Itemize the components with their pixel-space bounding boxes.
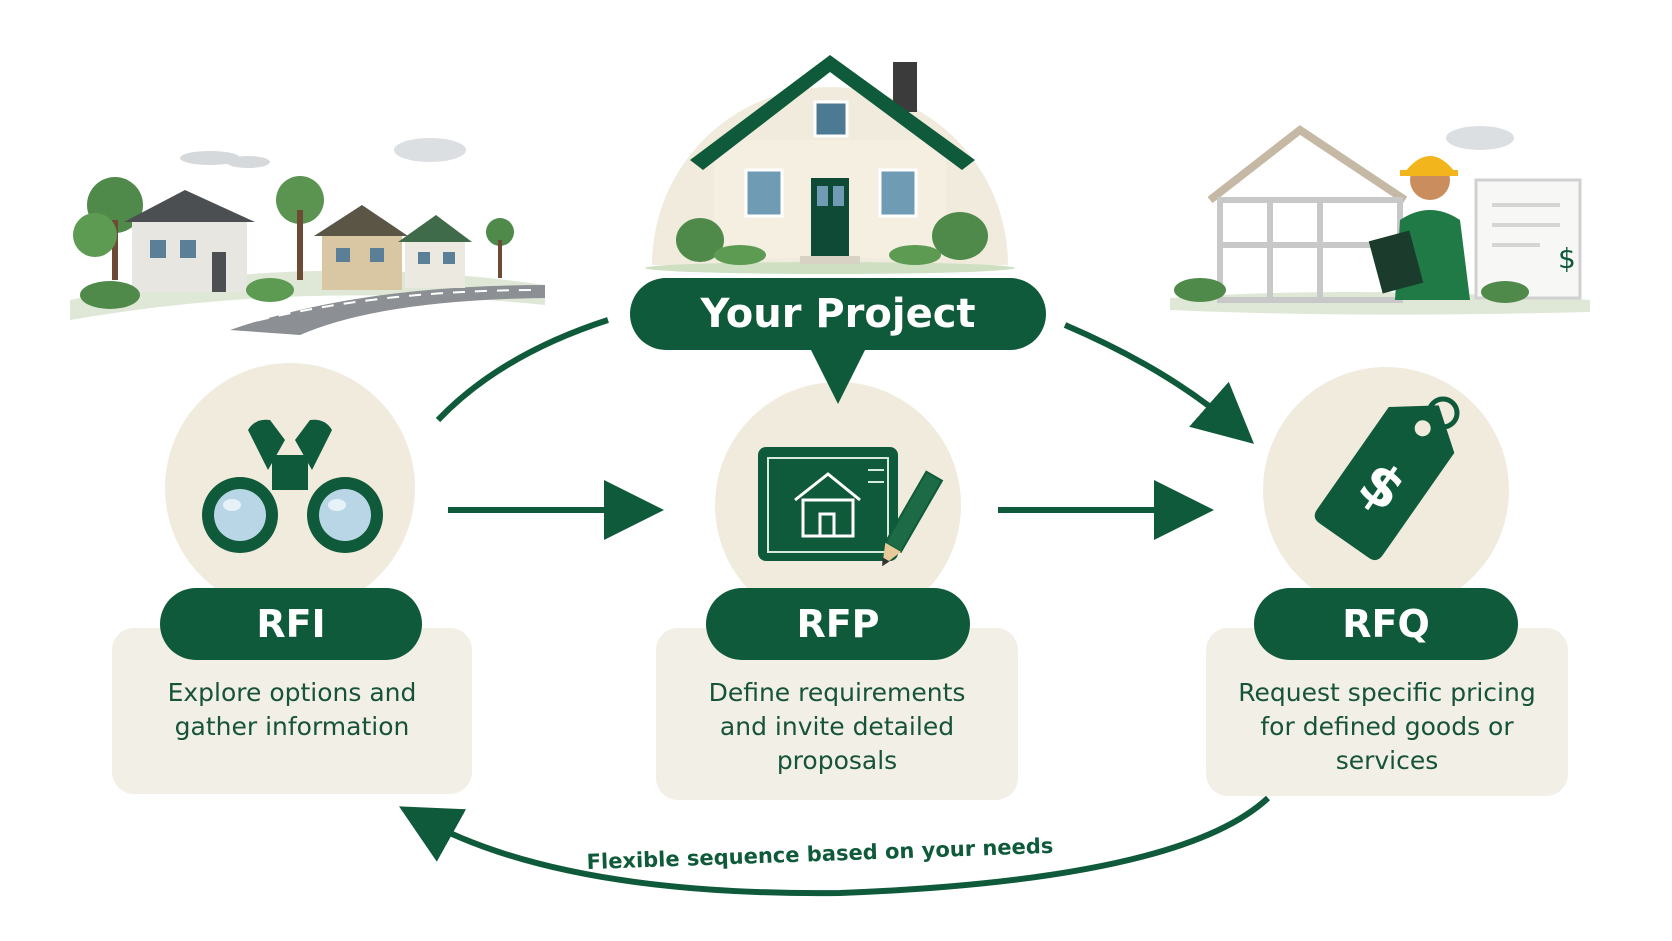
rfq-pill: RFQ (1254, 588, 1518, 660)
rfp-pill: RFP (706, 588, 970, 660)
rfp-label: RFP (796, 602, 880, 646)
rfi-description: Explore options and gather information (167, 678, 417, 741)
project-title-pill: Your Project (630, 278, 1046, 350)
rfq-label: RFQ (1342, 602, 1430, 646)
rfq-description: Request specific pricing for defined goo… (1238, 678, 1536, 775)
svg-text:$: $ (1558, 242, 1576, 275)
arrow-project-to-rfq (1063, 322, 1255, 444)
rfi-pill: RFI (160, 588, 422, 660)
arrow-project-to-rfi (435, 317, 609, 423)
price-tag-icon: $ (1314, 396, 1460, 561)
project-title: Your Project (700, 291, 976, 337)
rfp-description: Define requirements and invite detailed … (708, 678, 966, 775)
neighborhood-illustration (70, 138, 545, 335)
loop-arrow (399, 795, 1271, 897)
rfi-label: RFI (256, 602, 326, 646)
contractor-illustration: $ (1170, 125, 1590, 315)
house-illustration (645, 55, 1015, 274)
binoculars-icon (202, 419, 383, 553)
blueprint-pencil-icon (758, 447, 944, 567)
